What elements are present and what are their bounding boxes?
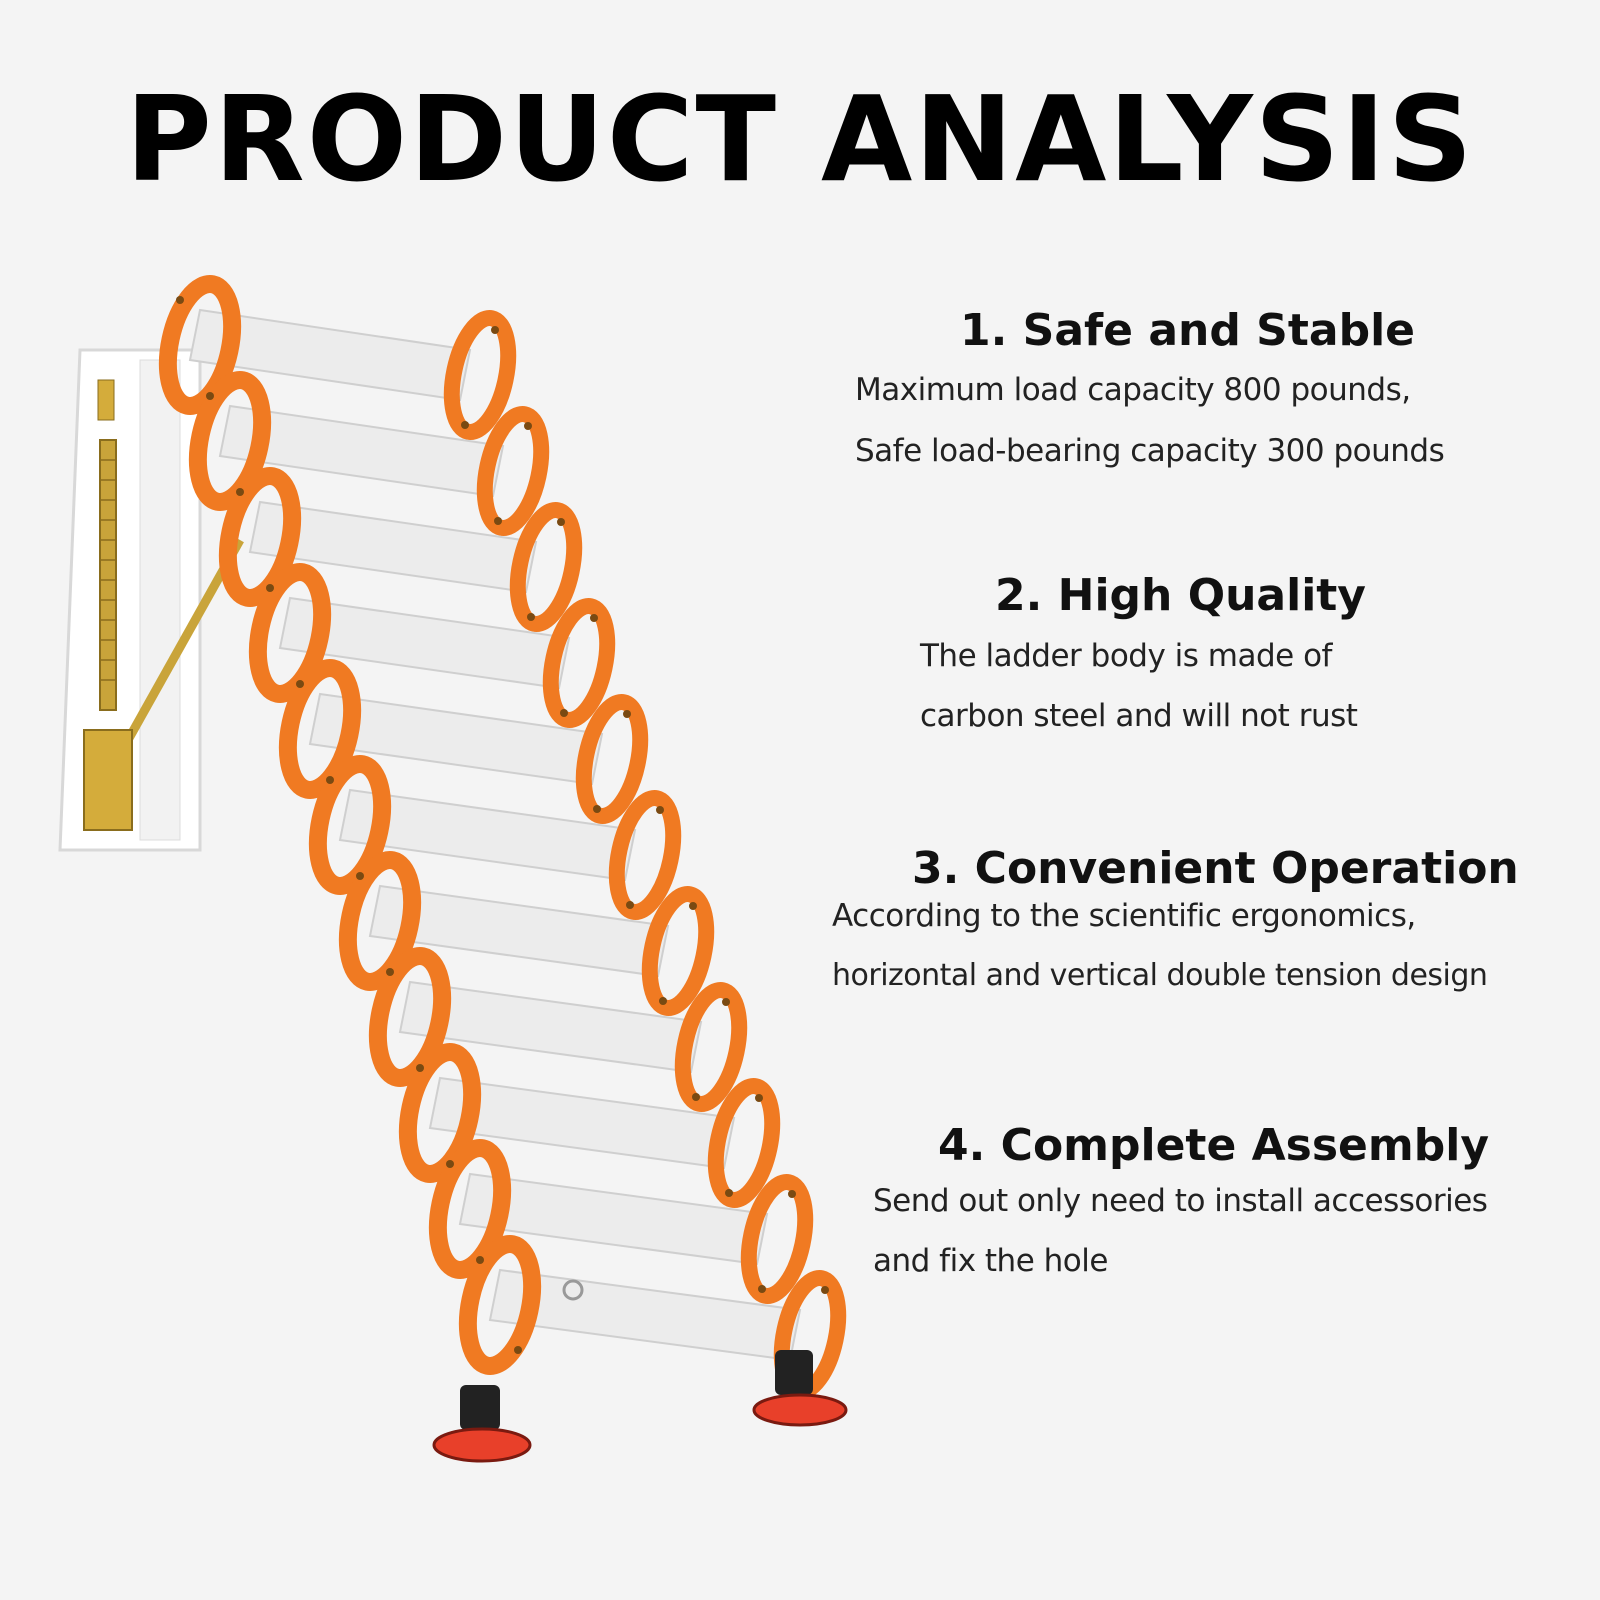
ladder-step [458, 1172, 769, 1266]
feature-text-line: and fix the hole [873, 1243, 1108, 1279]
ladder-step [188, 308, 472, 402]
ladder-link-left [218, 467, 302, 607]
folding-ladder-illustration [58, 275, 848, 1463]
rivet [494, 517, 502, 525]
ladder-step [308, 692, 604, 786]
rivet [590, 614, 598, 622]
feature-heading: 2. High Quality [995, 570, 1366, 621]
rivet [593, 805, 601, 813]
ladder-step [218, 404, 505, 498]
rivet [626, 901, 634, 909]
rivet [722, 998, 730, 1006]
feature-heading: 3. Convenient Operation [912, 843, 1519, 894]
ladder-link-right [443, 310, 517, 440]
rivet [659, 997, 667, 1005]
ladder-body [158, 275, 847, 1400]
rivet [821, 1286, 829, 1294]
rivet [416, 1064, 424, 1072]
feature-text-line: According to the scientific ergonomics, [832, 898, 1416, 934]
ladder-step [368, 884, 670, 978]
ladder-foot-left [432, 1385, 532, 1463]
ladder-link-left [188, 371, 272, 511]
ladder-link-left [368, 947, 452, 1087]
rivet [176, 296, 184, 304]
ladder-foot-right [752, 1350, 848, 1427]
ladder-step [398, 980, 703, 1074]
ladder-link-right [641, 886, 715, 1016]
rivet [476, 1256, 484, 1264]
ladder-link-right [476, 406, 550, 536]
rivet [725, 1189, 733, 1197]
rivet [692, 1093, 700, 1101]
rivet [623, 710, 631, 718]
rivet [557, 518, 565, 526]
ladder-step [338, 788, 637, 882]
ladder-step [428, 1076, 736, 1170]
rivet [755, 1094, 763, 1102]
ladder-step [248, 500, 538, 594]
rivet [491, 326, 499, 334]
ladder-link-left [308, 755, 392, 895]
rivet [326, 776, 334, 784]
ladder-link-left [428, 1139, 512, 1279]
ladder-link-right [509, 502, 583, 632]
ladder-link-left [398, 1043, 482, 1183]
rivet [461, 421, 469, 429]
ladder-link-left [158, 275, 242, 415]
ladder-link-right [740, 1174, 814, 1304]
rivet [446, 1160, 454, 1168]
ladder-link-left [278, 659, 362, 799]
rivet [236, 488, 244, 496]
ladder-link-right [674, 982, 748, 1112]
feature-heading: 1. Safe and Stable [960, 305, 1415, 356]
feature-text-line: Safe load-bearing capacity 300 pounds [855, 433, 1445, 469]
rivet [386, 968, 394, 976]
feature-heading: 4. Complete Assembly [938, 1120, 1490, 1171]
rivet [266, 584, 274, 592]
rivet [296, 680, 304, 688]
ladder-step [278, 596, 571, 690]
rivet [514, 1346, 522, 1354]
feature-text-line: Send out only need to install accessorie… [873, 1183, 1488, 1219]
ladder-link-left [338, 851, 422, 991]
ladder-link-right [575, 694, 649, 824]
feature-text-line: horizontal and vertical double tension d… [832, 958, 1488, 993]
feature-text-line: carbon steel and will not rust [920, 698, 1358, 734]
rivet [656, 806, 664, 814]
rivet [560, 709, 568, 717]
feature-text-line: Maximum load capacity 800 pounds, [855, 372, 1411, 408]
rivet [524, 422, 532, 430]
rivet [206, 392, 214, 400]
rivet [689, 902, 697, 910]
pull-ring [562, 1279, 584, 1301]
rivet [527, 613, 535, 621]
feature-text-line: The ladder body is made of [920, 638, 1332, 674]
ladder-link-right [542, 598, 616, 728]
page-title: PRODUCT ANALYSIS [125, 70, 1475, 208]
rivet [356, 872, 364, 880]
ladder-link-right [608, 790, 682, 920]
ladder-link-left [248, 563, 332, 703]
mounting-plate [58, 348, 244, 852]
rivet [758, 1285, 766, 1293]
ladder-link-right [707, 1078, 781, 1208]
rivet [788, 1190, 796, 1198]
ladder-link-left [458, 1235, 542, 1375]
